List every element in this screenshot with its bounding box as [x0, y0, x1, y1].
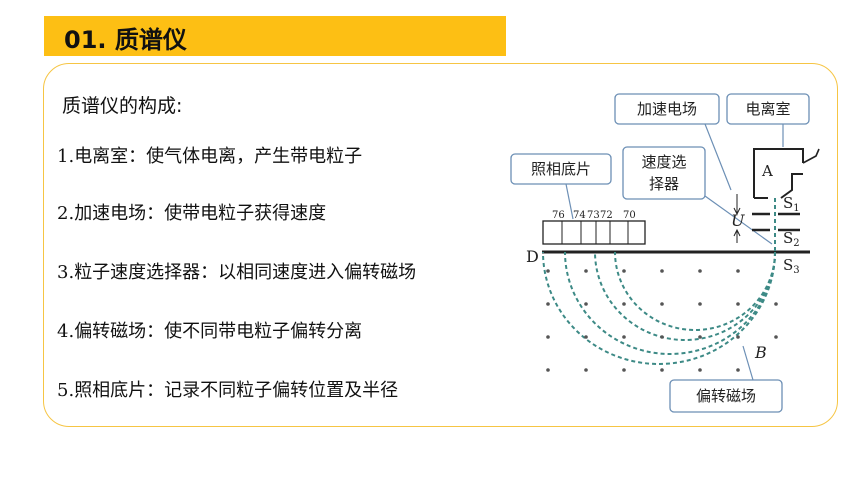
label-field-b: B: [754, 343, 767, 362]
label-chamber-a: A: [761, 162, 773, 180]
deflection-path-70: [614, 251, 776, 331]
magnetic-field-dots: [546, 269, 778, 372]
callout-accel-box: [614, 93, 720, 125]
chamber-inlet: [780, 173, 803, 199]
label-s2: S2: [783, 229, 800, 249]
mass-label-76: 76: [552, 210, 565, 221]
chamber-tube: [802, 148, 820, 164]
callout-selector-box: [622, 146, 706, 200]
list-item-1: 1.电离室：使气体电离，产生带电粒子: [57, 146, 363, 167]
list-item-2: 2.加速电场：使带电粒子获得速度: [57, 203, 327, 224]
voltage-arrowhead-top: [733, 207, 741, 216]
mass-label-73: 73: [587, 210, 600, 221]
leader-film: [565, 183, 574, 220]
chamber-wall: [753, 148, 804, 198]
label-film: 照相底片: [531, 160, 591, 178]
label-s1: S1: [783, 194, 800, 214]
mass-label-70: 70: [623, 210, 636, 221]
leader-accel: [704, 123, 732, 191]
label-selector-line1: 速度选: [641, 153, 686, 171]
section-title: 01. 质谱仪: [64, 26, 187, 54]
label-point-d: D: [526, 247, 539, 266]
callout-film-box: [510, 153, 612, 185]
label-deflect: 偏转磁场: [696, 387, 756, 405]
deflection-path-72: [594, 251, 776, 341]
voltage-arrowhead-bottom: [733, 228, 741, 237]
callout-deflect-box: [669, 379, 783, 413]
leader-selector: [704, 195, 773, 245]
label-voltage-u: U: [731, 211, 745, 230]
list-item-3: 3.粒子速度选择器：以相同速度进入偏转磁场: [57, 262, 417, 283]
content-panel: [43, 63, 838, 427]
deflection-path-76: [542, 251, 776, 365]
leader-deflect: [742, 345, 754, 381]
deflection-path-74: [564, 251, 776, 355]
callout-ion-box: [726, 93, 810, 125]
mass-label-72: 72: [600, 210, 613, 221]
label-accel: 加速电场: [637, 100, 697, 118]
list-item-5: 5.照相底片：记录不同粒子偏转位置及半径: [57, 380, 399, 401]
label-selector-line2: 择器: [649, 175, 679, 193]
label-ion: 电离室: [745, 100, 790, 118]
label-s3: S3: [783, 256, 800, 276]
list-heading: 质谱仪的构成:: [62, 95, 183, 117]
mass-label-74: 74: [573, 210, 586, 221]
film-plate: [542, 220, 646, 245]
list-item-4: 4.偏转磁场：使不同带电粒子偏转分离: [57, 321, 363, 342]
section-title-bar: [44, 16, 506, 56]
